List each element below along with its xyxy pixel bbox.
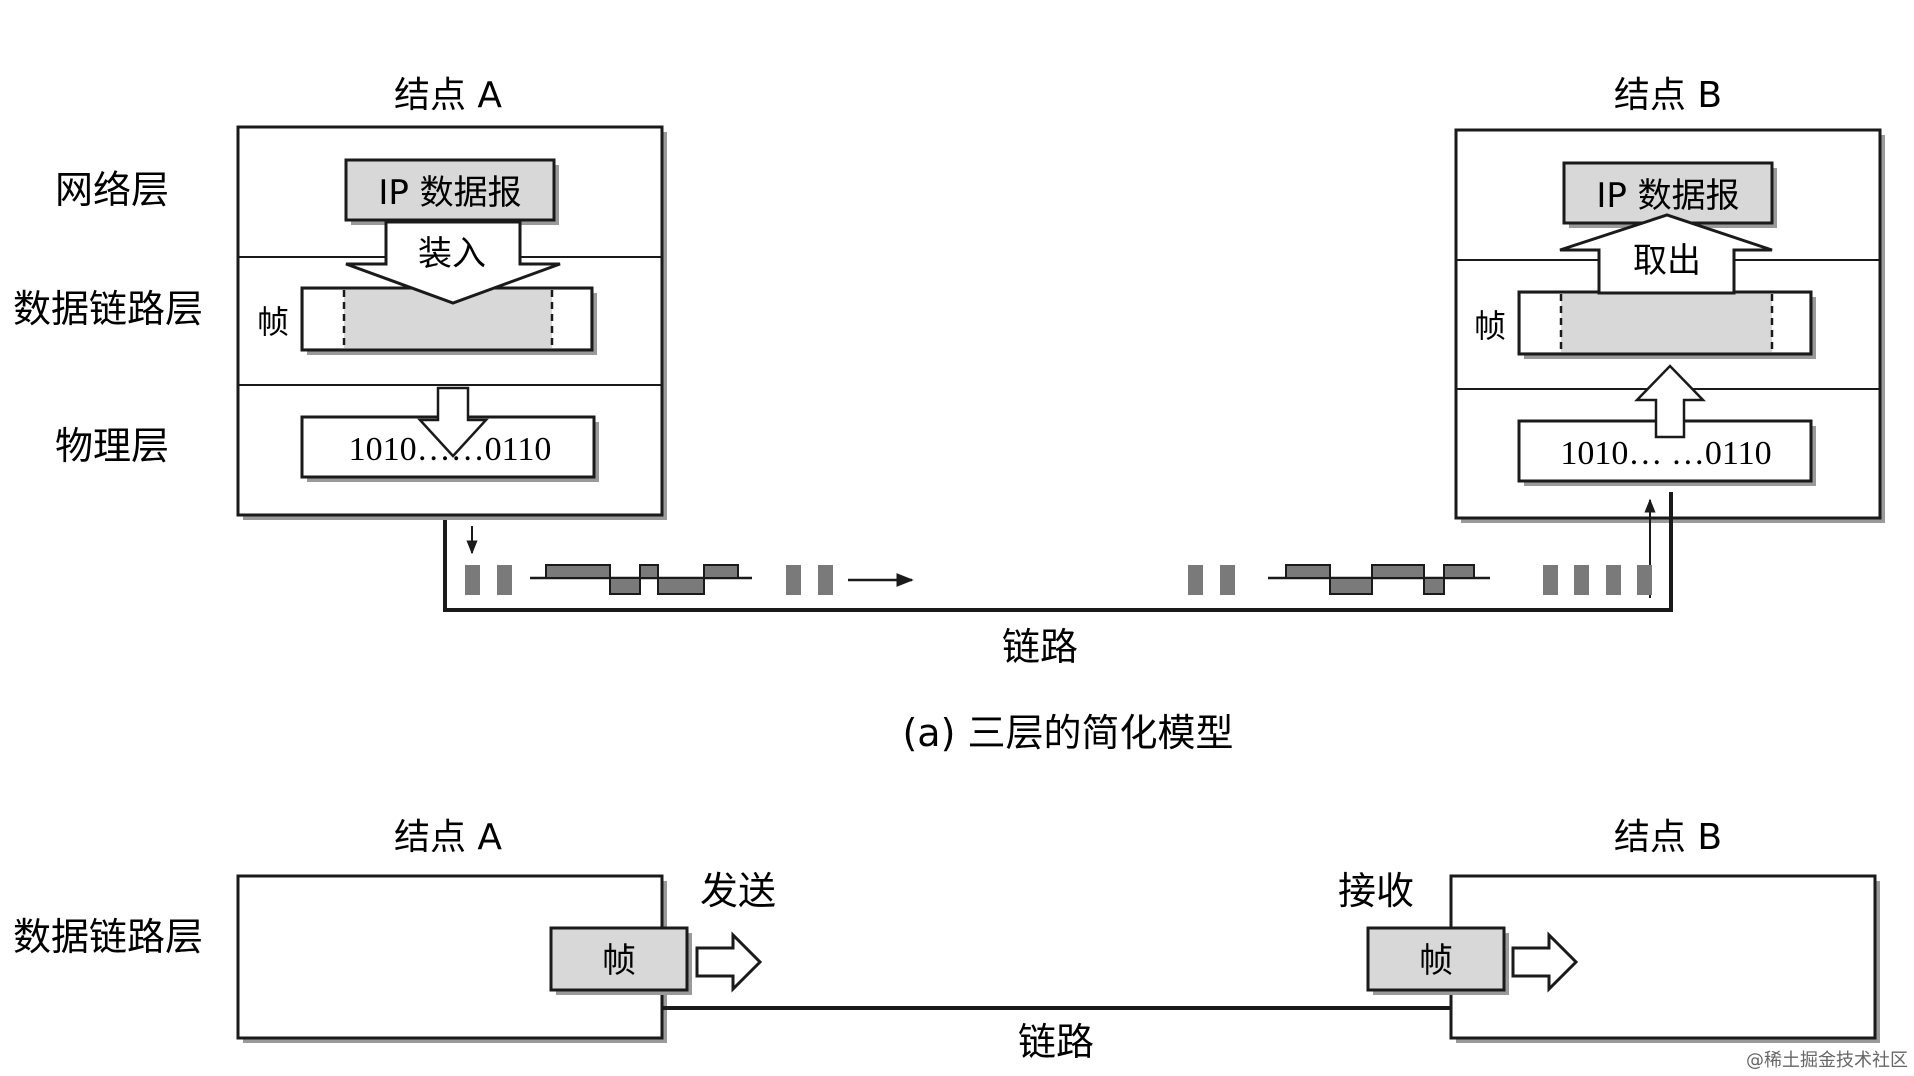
layer-datalink-label-b: 数据链路层 [13, 915, 203, 959]
link-b-label: 链路 [1018, 1020, 1094, 1064]
node-b-title: 结点 B [1614, 75, 1722, 116]
layer-datalink-label: 数据链路层 [13, 287, 203, 331]
node-a-title: 结点 A [394, 75, 502, 116]
diagram-b: 结点 A 结点 B 数据链路层 链路 帧 发送 帧 接收 [13, 817, 1880, 1064]
signal-waveform-left-icon [530, 564, 752, 595]
watermark: @稀土掘金技术社区 [1746, 1050, 1908, 1071]
node-a-frame-label-b: 帧 [602, 941, 636, 981]
node-b-frame [1517, 290, 1813, 356]
node-b-frame-label-b: 帧 [1419, 941, 1453, 981]
node-a: 结点 A IP 数据报 帧 装入 1010……0110 [236, 75, 667, 520]
encapsulate-arrow-icon [345, 220, 561, 305]
node-a-ip-datagram-label: IP 数据报 [378, 173, 521, 213]
receive-label: 接收 [1338, 869, 1414, 913]
link-a: 链路 [443, 492, 1673, 669]
send-label: 发送 [700, 869, 776, 913]
node-a-ip-datagram [344, 158, 556, 222]
node-a-frame-label: 帧 [257, 303, 289, 341]
node-b-ip-datagram-label: IP 数据报 [1596, 176, 1739, 216]
send-arrow-icon [695, 931, 763, 993]
extract-arrow-icon [1559, 213, 1773, 295]
diagram-a: 结点 A IP 数据报 帧 装入 1010……0110 [13, 75, 1885, 755]
receive-arrow-icon [1511, 931, 1579, 993]
link-a-label: 链路 [1002, 625, 1078, 669]
node-a-frame-b [549, 926, 689, 992]
caption-a: (a) 三层的简化模型 [902, 711, 1233, 755]
node-a-down-arrow-icon [417, 386, 489, 458]
signal-waveform-right-icon [1268, 564, 1490, 595]
node-b-frame-label: 帧 [1474, 307, 1506, 345]
layer-physical-label: 物理层 [55, 424, 169, 468]
node-b-bits-label: 1010… …0110 [1560, 435, 1771, 472]
node-b-up-arrow-icon [1634, 364, 1706, 439]
layer-network-label: 网络层 [55, 168, 169, 212]
node-b-title-b: 结点 B [1614, 817, 1722, 858]
node-b-frame-b [1366, 926, 1506, 992]
extract-label: 取出 [1633, 241, 1701, 281]
link-a-line [443, 492, 1673, 612]
node-a-title-b: 结点 A [394, 817, 502, 858]
node-b: 结点 B IP 数据报 帧 取出 1010… …0110 [1454, 75, 1885, 523]
encapsulate-label: 装入 [418, 234, 486, 274]
